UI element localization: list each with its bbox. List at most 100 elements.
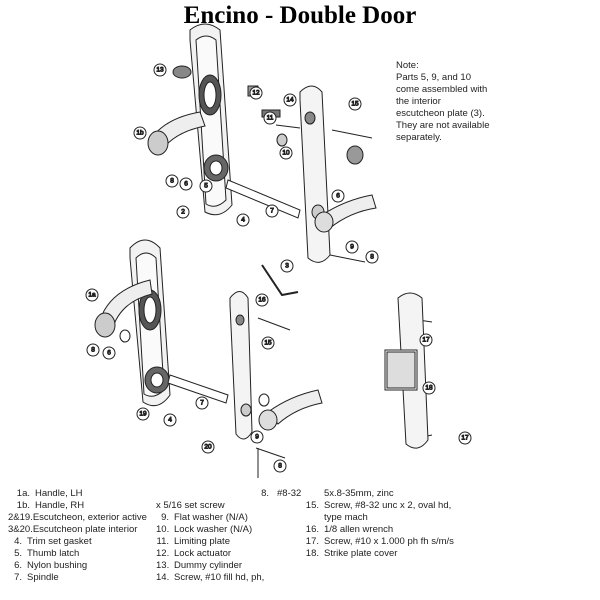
callout-3: 3	[280, 259, 294, 273]
svg-text:12: 12	[252, 90, 260, 97]
svg-text:9: 9	[255, 434, 259, 441]
legend-item: 1a.Handle, LH	[16, 488, 83, 499]
legend-item: 3&20.Escutcheon plate interior	[8, 524, 138, 535]
note-line: escutcheon plate (3).	[396, 108, 485, 119]
callout-12: 12	[249, 86, 263, 100]
exterior-escutcheon-lower	[129, 239, 171, 407]
legend-column-2: x 5/16 set screw 9.Flat washer (N/A) 10.…	[156, 500, 264, 584]
legend-item: 10.Lock washer (N/A)	[156, 524, 253, 535]
handle-lh-lower	[94, 279, 153, 343]
legend-column-3: 8.#8-32	[259, 488, 301, 500]
callout-14: 14	[283, 93, 297, 107]
handle-rh-upper	[147, 111, 206, 156]
legend-item: 15.Screw, #8-32 unc x 2, oval hd,	[305, 500, 452, 511]
callout-10: 10	[279, 146, 293, 160]
legend-item: 16.1/8 allen wrench	[305, 524, 394, 535]
callout-15: 15	[261, 336, 275, 350]
callout-5: 5	[199, 179, 213, 193]
svg-text:7: 7	[200, 400, 204, 407]
legend-item: 4.Trim set gasket	[14, 536, 92, 547]
svg-text:16: 16	[258, 297, 266, 304]
svg-text:6: 6	[184, 181, 188, 188]
note-line: the interior	[396, 96, 441, 107]
legend-item: 6.Nylon bushing	[14, 560, 88, 571]
svg-text:4: 4	[168, 417, 172, 424]
legend-item: 17.Screw, #10 x 1.000 ph fh s/m/s	[305, 536, 454, 547]
svg-text:19: 19	[139, 411, 147, 418]
svg-text:8: 8	[91, 347, 95, 354]
callout-16: 16	[255, 293, 269, 307]
legend-item: 8.#8-32	[261, 488, 302, 499]
svg-text:8: 8	[278, 463, 282, 470]
callout-17: 17	[458, 431, 472, 445]
legend-item: 1b.Handle, RH	[16, 500, 85, 511]
svg-text:6: 6	[107, 350, 111, 357]
svg-text:18: 18	[425, 385, 433, 392]
callout-13: 13	[153, 63, 167, 77]
legend-item: 18.Strike plate cover	[305, 548, 398, 559]
svg-text:13: 13	[156, 67, 164, 74]
callout-8: 8	[86, 343, 100, 357]
svg-text:8: 8	[370, 254, 374, 261]
callout-8: 8	[165, 174, 179, 188]
callout-20: 20	[201, 440, 215, 454]
svg-text:15: 15	[351, 101, 359, 108]
assembly-note: Note: Parts 5, 9, and 10 come assembled …	[396, 60, 506, 144]
legend-item: type mach	[324, 512, 368, 523]
svg-text:3: 3	[285, 263, 289, 270]
callout-15: 15	[348, 97, 362, 111]
note-line: Parts 5, 9, and 10	[396, 72, 471, 83]
spindle-upper	[225, 179, 301, 219]
interior-escutcheon-upper	[299, 85, 377, 263]
svg-text:5: 5	[204, 183, 208, 190]
spindle-lower	[167, 374, 229, 404]
callout-9: 9	[345, 240, 359, 254]
legend-item: 14.Screw, #10 fill hd, ph,	[156, 572, 265, 583]
legend-item: 12.Lock actuator	[156, 548, 232, 559]
svg-text:17: 17	[461, 435, 469, 442]
callout-6: 6	[102, 346, 116, 360]
exterior-escutcheon-upper	[189, 23, 233, 216]
callout-6: 6	[179, 177, 193, 191]
legend-item: 7.Spindle	[14, 572, 59, 583]
svg-text:4: 4	[241, 217, 245, 224]
legend-item: 5.Thumb latch	[14, 548, 80, 559]
legend-item: 9.Flat washer (N/A)	[161, 512, 248, 523]
callout-19: 19	[136, 407, 150, 421]
callout-2: 2	[176, 205, 190, 219]
note-line: They are not available	[396, 120, 490, 131]
legend-item: 11.Limiting plate	[156, 536, 230, 547]
legend-column-4: 5x.8-35mm, zinc 15.Screw, #8-32 unc x 2,…	[305, 488, 454, 560]
legend-item: 13.Dummy cylinder	[156, 560, 243, 571]
callout-7: 7	[265, 204, 279, 218]
callout-11: 11	[263, 111, 277, 125]
callout-18: 18	[422, 381, 436, 395]
strike-plate	[384, 292, 429, 449]
svg-text:7: 7	[270, 208, 274, 215]
callout-9: 9	[250, 430, 264, 444]
callout-1b: 1b	[133, 126, 147, 140]
note-line: separately.	[396, 132, 442, 143]
svg-text:17: 17	[422, 337, 430, 344]
callout-6: 6	[331, 189, 345, 203]
callout-1a: 1a	[85, 288, 99, 302]
callout-8: 8	[365, 250, 379, 264]
legend-item: x 5/16 set screw	[156, 500, 225, 511]
legend-item: 5x.8-35mm, zinc	[324, 488, 394, 499]
callout-8: 8	[273, 459, 287, 473]
callout-7: 7	[195, 396, 209, 410]
legend-column-1: 1a.Handle, LH 1b.Handle, RH 2&19.Escutch…	[8, 488, 147, 584]
small-parts-upper	[172, 65, 373, 263]
legend-item: 2&19.Escutcheon, exterior active	[8, 512, 147, 523]
svg-text:1b: 1b	[136, 130, 144, 137]
callout-4: 4	[236, 213, 250, 227]
diagram-title: Encino - Double Door	[183, 2, 417, 29]
svg-text:10: 10	[282, 150, 290, 157]
svg-text:14: 14	[286, 97, 294, 104]
svg-text:9: 9	[350, 244, 354, 251]
svg-text:6: 6	[336, 193, 340, 200]
note-line: come assembled with	[396, 84, 488, 95]
svg-text:15: 15	[264, 340, 272, 347]
svg-text:1a: 1a	[88, 292, 96, 299]
